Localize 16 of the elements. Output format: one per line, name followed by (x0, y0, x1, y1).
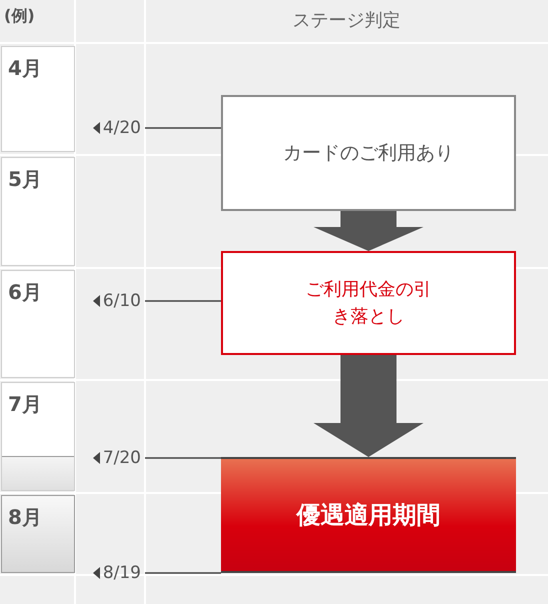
month-cell: 7月 (1, 382, 75, 491)
block-arrow (314, 355, 424, 457)
month-cell: 8月 (1, 495, 75, 573)
leader-line (145, 457, 221, 459)
month-cell: 6月 (1, 270, 75, 378)
block-arrow (314, 211, 424, 251)
leader-line (145, 300, 221, 302)
process-box: カードのご利用あり (221, 95, 516, 211)
month-cell: 5月 (1, 157, 75, 266)
leader-line (145, 127, 221, 129)
period-box: 優遇適用期間 (221, 457, 516, 573)
process-box: ご利用代金の引き落とし (221, 251, 516, 355)
month-cell: 4月 (1, 46, 75, 152)
leader-line (145, 572, 221, 574)
header-text: ステージ判定 (292, 9, 402, 32)
header-text: (例) (4, 6, 35, 27)
